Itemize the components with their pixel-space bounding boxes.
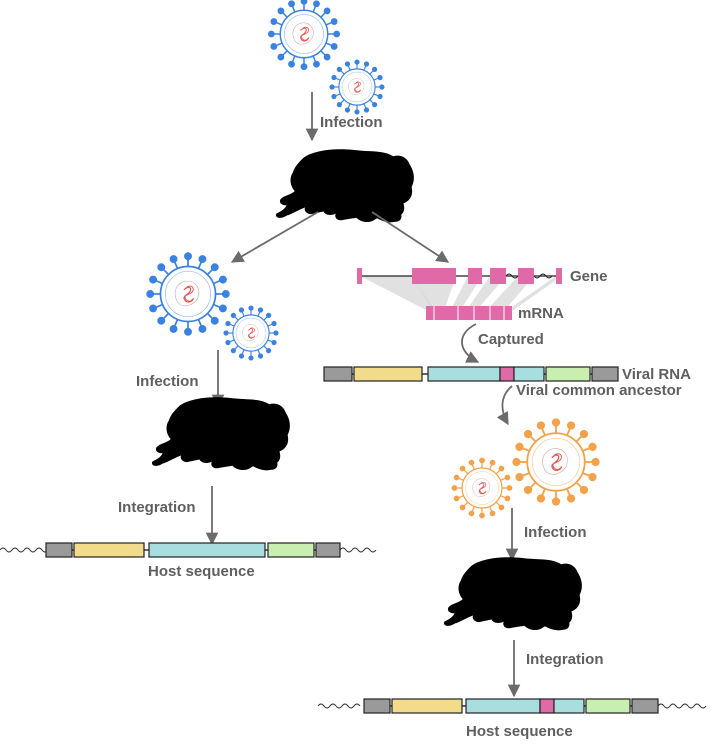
host-dna-wave [339,547,377,553]
segment-yellow [353,366,423,382]
exon [468,268,482,284]
captured-label: Captured [478,331,544,348]
mrna-label: mRNA [518,305,564,322]
segment-captured-gene [539,698,555,714]
host-sequence-right [317,698,707,714]
virus-icon [512,418,600,506]
gene-structure [357,268,562,311]
segment-cyan [465,698,541,714]
ancestor-arrow [496,385,513,426]
branch-arrow-right [371,211,450,263]
infection-label-right: Infection [524,524,587,541]
segment-grey [591,366,619,382]
segment-grey [363,698,391,714]
exon [518,268,534,284]
segment-cyan [553,698,585,714]
segment-captured-gene [499,366,515,382]
viral-common-ancestor-label: Viral common ancestor [516,382,682,399]
toad-silhouette-icon [151,397,290,471]
viral-rna-sequence [323,366,619,382]
segment-grey [45,542,73,558]
host-dna-wave [317,703,361,709]
toad-silhouette-icon [275,149,414,223]
branch-arrow-left [230,211,319,263]
host-sequence-label-right: Host sequence [466,723,573,740]
segment-yellow [73,542,145,558]
segment-green [545,366,591,382]
infection-label-left: Infection [136,373,199,390]
segment-grey [631,698,659,714]
segment-grey [315,542,341,558]
host-dna-wave [657,703,707,709]
toad-silhouette-icon [443,557,582,631]
integration-label-left: Integration [118,499,196,516]
infection-label: Infection [320,114,383,131]
segment-grey [323,366,353,382]
mrna-strand [426,306,512,320]
host-sequence-label-left: Host sequence [148,563,255,580]
virus-icon [223,305,279,361]
segment-yellow [391,698,463,714]
captured-arrow [461,323,480,363]
segment-cyan [148,542,266,558]
viral-rna-label: Viral RNA [622,366,691,383]
virus-icon [267,0,341,71]
virus-icon [146,252,230,336]
exon [490,268,506,284]
host-dna-wave [0,547,49,553]
exon [412,268,456,284]
segment-green [267,542,315,558]
virus-icon [329,59,385,115]
host-sequence-left [0,542,377,558]
virus-icon [451,457,513,519]
segment-green [585,698,631,714]
gene-label: Gene [570,268,608,285]
segment-cyan [427,366,501,382]
segment-cyan [513,366,545,382]
integration-label-right: Integration [526,651,604,668]
